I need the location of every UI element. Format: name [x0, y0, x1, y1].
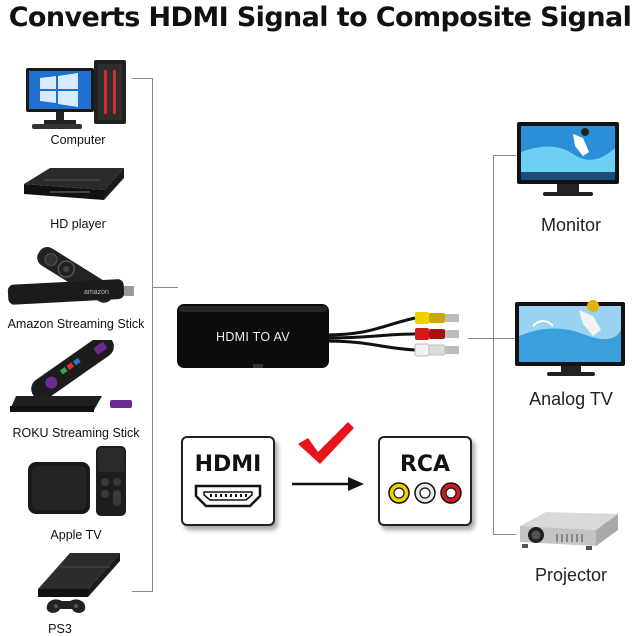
computer-icon — [22, 58, 132, 130]
left-bracket-stem — [152, 287, 178, 288]
source-label-amazon-streaming-stick: Amazon Streaming Stick — [8, 317, 145, 331]
display-label-analog-tv: Analog TV — [529, 388, 613, 410]
projector-icon — [516, 508, 622, 552]
analog-tv-icon — [513, 296, 629, 378]
rca-output-box: RCA — [378, 436, 472, 526]
right-bracket-mid — [494, 338, 515, 339]
rca-jacks-icon — [385, 480, 465, 506]
hdmi-port-icon — [194, 482, 262, 510]
arrow-right-icon — [290, 476, 366, 492]
left-bracket-line — [132, 78, 153, 592]
rca-box-label: RCA — [380, 452, 470, 477]
adapter-label: HDMI TO AV — [216, 330, 290, 344]
amazon-streaming-stick-icon: amazon — [4, 238, 136, 310]
source-label-computer: Computer — [51, 133, 106, 147]
hdmi-input-box: HDMI — [181, 436, 275, 526]
source-label-apple-tv: Apple TV — [50, 528, 101, 542]
source-label-roku-streaming-stick: ROKU Streaming Stick — [12, 426, 139, 440]
right-bracket-stem — [468, 338, 493, 339]
checkmark-icon — [296, 420, 356, 466]
apple-tv-icon — [24, 446, 134, 522]
display-label-monitor: Monitor — [541, 214, 601, 236]
monitor-icon — [513, 118, 623, 202]
source-label-ps3: PS3 — [48, 622, 72, 636]
hdmi-box-label: HDMI — [183, 452, 273, 477]
display-label-projector: Projector — [535, 564, 607, 586]
page-title: Converts HDMI Signal to Composite Signal — [0, 0, 640, 36]
hd-player-icon — [20, 162, 130, 210]
ps3-icon — [30, 545, 130, 619]
svg-text:amazon: amazon — [84, 289, 109, 296]
source-label-hd-player: HD player — [50, 217, 106, 231]
roku-streaming-stick-icon — [10, 340, 134, 416]
